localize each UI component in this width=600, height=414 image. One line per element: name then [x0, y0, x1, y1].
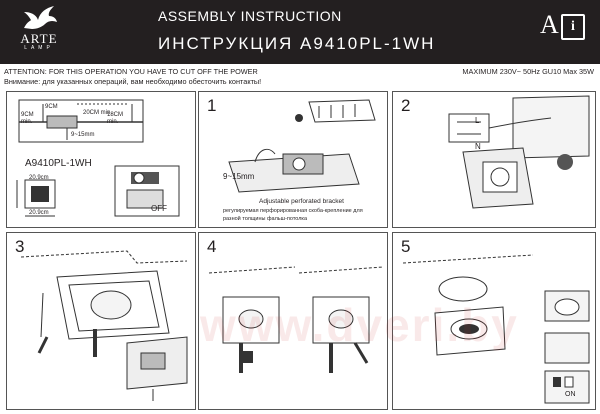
panel-step-1: 1 9~15mm Adjustable perforated bracket р…: [198, 91, 388, 228]
panel1-depth: 9~15mm: [223, 172, 255, 181]
insert-fixture-illustration: [20, 250, 188, 401]
dim-right: 18CM: [107, 112, 124, 118]
dim-right-min: min.: [107, 119, 119, 125]
attention-russian: Внимание: для указанных операций, вам не…: [4, 77, 262, 86]
dim-top: 9CM: [45, 104, 58, 110]
panel-step-5: 5 ON: [392, 232, 596, 410]
dim-left-top: 9CM: [21, 112, 34, 118]
bracket-caption-ru-1: регулируемая перфорированная скоба-крепл…: [223, 208, 363, 214]
dim-left-bottom: min.: [21, 119, 33, 125]
model-number: A9410PL-1WH: [25, 158, 92, 169]
dim-mid: 20CM min.: [83, 110, 113, 116]
depth-range: 9~15mm: [71, 132, 95, 138]
step-number: 5: [401, 237, 411, 256]
electrical-specs: MAXIMUM 230V~ 50Hz GU10 Max 35W: [462, 67, 594, 76]
watermark: www.dveri.by: [200, 299, 519, 351]
brand-name: ARTE: [20, 31, 58, 46]
panel-step-4: 4: [198, 232, 388, 410]
step-number: 3: [15, 237, 25, 256]
step-number: 4: [207, 237, 217, 256]
header-bar: ARTE LAMP ASSEMBLY INSTRUCTION ИНСТРУКЦИ…: [0, 0, 600, 64]
brand-logo: ARTE LAMP: [8, 4, 70, 60]
bracket-caption-ru-2: разной толщины фальш-потолка: [223, 216, 308, 222]
info-book-icon: i: [561, 14, 585, 40]
panel-step-3: 3: [6, 232, 196, 410]
spring-clips-illustration: [208, 266, 384, 373]
switch-on-label: ON: [565, 391, 576, 398]
ceiling-clearance-illustration: [16, 99, 180, 217]
brand-subtitle: LAMP: [24, 45, 54, 51]
title-english: ASSEMBLY INSTRUCTION: [158, 8, 342, 24]
wire-label-n: N: [475, 142, 481, 151]
switch-off-label: OFF: [151, 204, 167, 213]
cutout-size-2: 20.9cm: [29, 210, 49, 216]
panel-step-2: 2 L N: [392, 91, 596, 228]
language-letter: A: [540, 10, 559, 39]
wire-label-l: L: [475, 116, 480, 125]
title-russian: ИНСТРУКЦИЯ A9410PL-1WH: [158, 34, 436, 53]
attention-english: ATTENTION: FOR THIS OPERATION YOU HAVE T…: [4, 67, 258, 76]
bracket-illustration: [228, 99, 376, 193]
install-bulb-illustration: [402, 254, 590, 404]
panel-overview: 9CM min. 9CM 20CM min. 18CM min. 9~15mm …: [6, 91, 196, 228]
bracket-caption-en: Adjustable perforated bracket: [259, 198, 344, 205]
griffin-icon: [24, 6, 57, 29]
wiring-illustration: [448, 95, 590, 209]
step-number: 2: [401, 96, 411, 115]
step-number: 1: [207, 96, 217, 115]
cutout-size-1: 20.9cm: [29, 175, 49, 181]
